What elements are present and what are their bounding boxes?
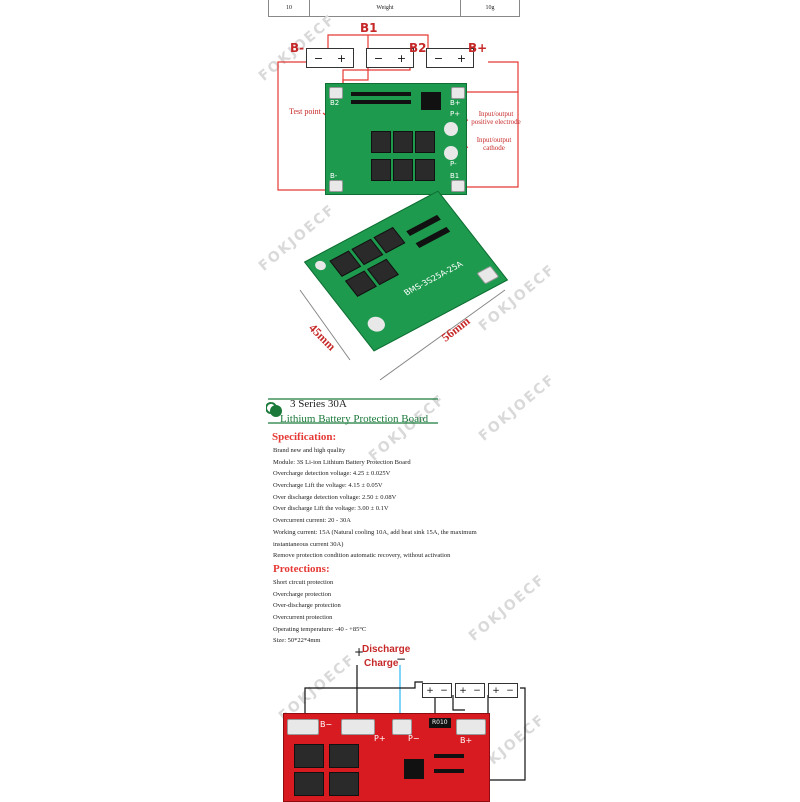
mosfet: [393, 159, 413, 181]
spec-line: Overcharge Lift the voltage: 4.15 ± 0.05…: [273, 482, 383, 490]
battery-cell-a: + −: [422, 683, 452, 698]
mosfet: [329, 772, 359, 796]
wire-label-b-plus: B+: [468, 41, 488, 55]
cell-minus-sign: −: [473, 685, 481, 696]
table-cell-item: Weight: [310, 0, 461, 16]
annotation-input-positive: Input/output positive electrode: [471, 110, 521, 126]
battery-cell-c: + −: [488, 683, 518, 698]
silk-b-plus: B+: [460, 736, 473, 745]
spec-line: Overcharge detection voltage: 4.25 ± 0.0…: [273, 470, 391, 478]
wire-label-b1: B1: [360, 21, 378, 35]
dimension-lines: [299, 289, 506, 381]
spec-line: Module: 3S Li-ion Lithium Battery Protec…: [273, 458, 411, 466]
annotation-test-point: Test point: [289, 107, 321, 116]
battery-cell-b: + −: [455, 683, 485, 698]
spec-line: Working current: 15A (Natural cooling 10…: [273, 528, 477, 536]
cell-minus-sign: −: [373, 51, 384, 65]
red-pcb: B− P+ P− R010 B+: [283, 713, 490, 802]
pad: [451, 180, 465, 192]
smd-row: [434, 754, 464, 758]
table-cell-value: 10g: [485, 5, 495, 11]
minus-sign: −: [396, 652, 407, 666]
mosfet: [371, 131, 391, 153]
protection-line: Overcharge protection: [273, 590, 332, 598]
silk-p-minus: P−: [408, 734, 420, 743]
spec-line: Over discharge Lift the voltage: 3.00 ± …: [273, 505, 389, 513]
silk-b-plus: B+: [450, 99, 461, 107]
spec-line: Over discharge detection voltage: 2.50 ±…: [273, 493, 397, 501]
product-title-line2: Lithium Battery Protection Board: [280, 413, 429, 425]
protection-line: Short circuit protection: [273, 579, 334, 586]
protections-list: Short circuit protection Overcharge prot…: [273, 579, 366, 649]
spec-line: Remove protection condition automatic re…: [273, 552, 451, 560]
smd-row: [351, 92, 411, 96]
cell-minus-sign: −: [506, 685, 514, 696]
mosfet: [329, 744, 359, 768]
protection-line: Overcurrent protection: [273, 614, 333, 622]
pad-p-minus: [392, 719, 412, 735]
cell-minus-sign: −: [440, 685, 448, 696]
pad: [329, 87, 343, 99]
protection-line: Over-discharge protection: [273, 602, 341, 610]
cell-plus-sign: +: [492, 685, 500, 696]
pad-b-plus: [456, 719, 486, 735]
watermark: FOKJOECF: [465, 571, 549, 645]
cell-minus-sign: −: [433, 51, 444, 65]
protection-line: Size: 50*22*4mm: [273, 637, 321, 645]
silk-b2: B2: [330, 99, 340, 107]
plus-sign: +: [354, 645, 365, 659]
silk-b-minus: B−: [320, 720, 333, 729]
mosfet: [415, 159, 435, 181]
mosfet: [393, 131, 413, 153]
annotation-input-cathode: Input/output cathode: [476, 136, 512, 152]
spec-table-row: 10 Weight 10g: [268, 0, 520, 17]
mosfet: [294, 744, 324, 768]
mosfet: [371, 159, 391, 181]
cell-plus-sign: +: [426, 685, 434, 696]
mounting-hole: [444, 146, 458, 160]
pad-b-minus: [287, 719, 319, 735]
smd-row: [351, 100, 411, 104]
title-banner: [266, 398, 438, 424]
pad: [451, 87, 465, 99]
discharge-label: Discharge: [362, 644, 411, 655]
table-cell-no: 10: [269, 0, 310, 16]
pad-p-plus: [341, 719, 375, 735]
shunt-resistor: [429, 718, 451, 728]
silk-r010: R010: [432, 719, 448, 726]
mosfet: [415, 131, 435, 153]
spec-line: instantaneous current 30A): [273, 540, 344, 548]
cell-plus-sign: +: [459, 685, 467, 696]
cell-plus-sign: +: [336, 51, 347, 65]
charge-label: Charge: [364, 658, 399, 669]
spec-line: Overcurrent current: 20 - 30A: [273, 517, 351, 525]
cell-plus-sign: +: [456, 51, 467, 65]
specification-heading: Specification:: [272, 431, 337, 443]
silk-b1: B1: [450, 172, 460, 180]
pad: [329, 180, 343, 192]
cell-minus-sign: −: [313, 51, 324, 65]
silk-b-minus: B-: [330, 172, 338, 180]
mounting-hole: [312, 259, 329, 272]
battery-cell-2: − +: [366, 48, 414, 68]
green-pcb-top-view: B2 B+ P+ P- B- B1: [325, 83, 467, 195]
wire-label-b-minus: B-: [290, 41, 305, 55]
resistor-array: [421, 92, 441, 110]
protection-line: Operating temperature: -40 - +85°C: [273, 625, 367, 633]
mosfet: [294, 772, 324, 796]
product-title-line1: 3 Series 30A: [290, 398, 347, 410]
silk-p-plus: P+: [374, 734, 386, 743]
mounting-hole: [444, 122, 458, 136]
spec-line: Brand new and high quality: [273, 447, 346, 454]
control-ic: [404, 759, 424, 779]
wire-label-b2: B2: [409, 41, 427, 55]
silk-p-plus: P+: [450, 110, 461, 118]
protections-heading: Protections:: [273, 563, 330, 575]
cell-plus-sign: +: [396, 51, 407, 65]
battery-cell-1: − +: [306, 48, 354, 68]
smd-row: [434, 769, 464, 773]
specification-list: Brand new and high quality Module: 3S Li…: [273, 447, 477, 564]
silk-p-minus: P-: [450, 160, 457, 168]
battery-cell-3: − +: [426, 48, 474, 68]
